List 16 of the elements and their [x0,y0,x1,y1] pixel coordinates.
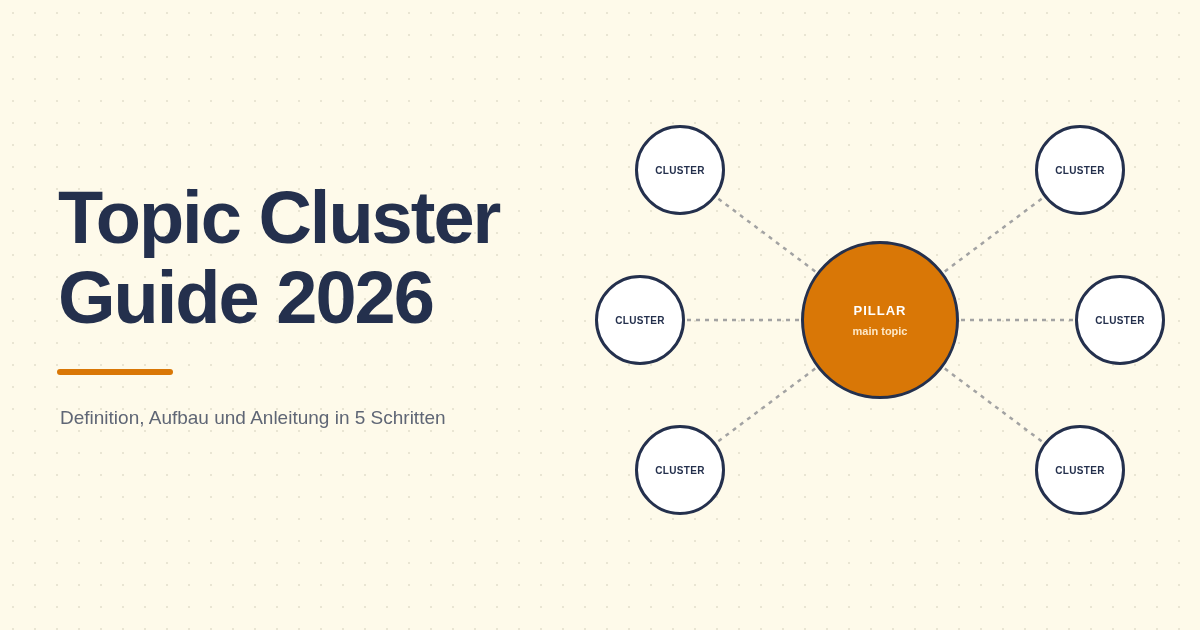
subtitle: Definition, Aufbau und Anleitung in 5 Schritten [60,406,446,430]
title: Topic Cluster Guide 2026 [58,178,501,338]
node-heading: CLUSTER [655,463,705,478]
dashed-connector [716,197,816,273]
node-subtitle: main topic [852,324,908,339]
dashed-connector [687,318,799,322]
node-heading: CLUSTER [615,313,665,328]
dashed-connector [961,318,1073,322]
node-heading: CLUSTER [1055,163,1105,178]
node-heading: CLUSTER [1055,463,1105,478]
dashed-connector [944,197,1044,273]
node-heading: CLUSTER [655,163,705,178]
dashed-connector [716,367,816,443]
node-heading: CLUSTER [1095,313,1145,328]
node-heading: PILLAR [853,301,907,320]
dashed-connector [944,367,1044,443]
